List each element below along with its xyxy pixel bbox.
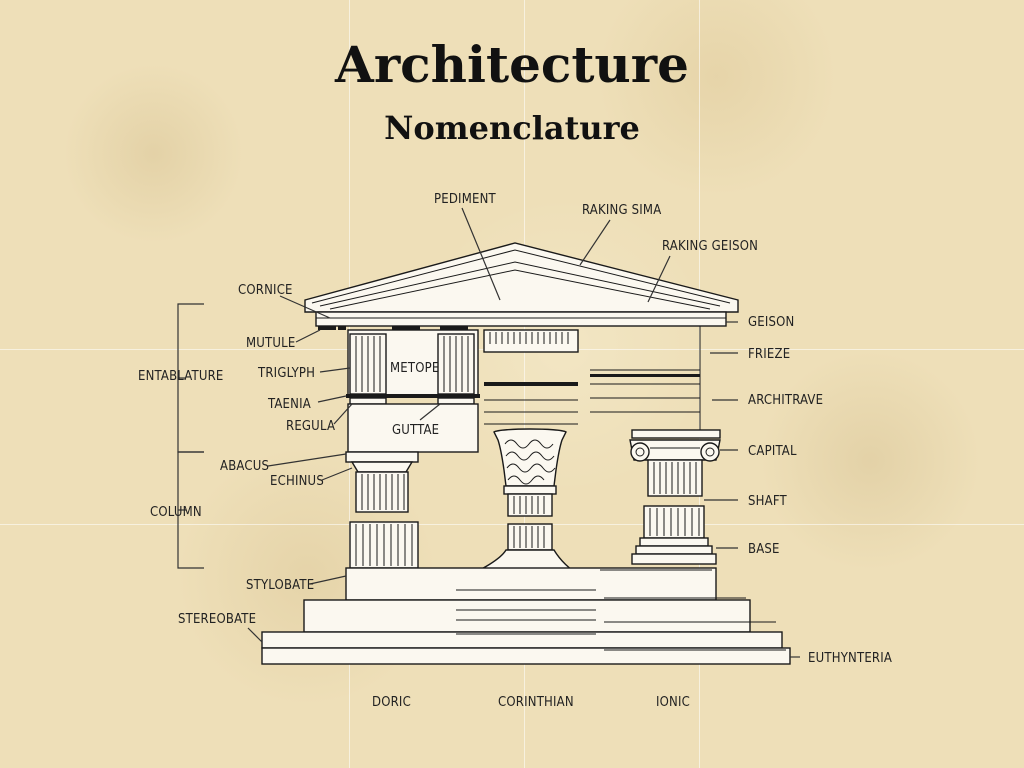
label-base: BASE	[748, 542, 780, 557]
page-subtitle: Nomenclature	[384, 109, 640, 147]
label-column: COLUMN	[150, 505, 202, 520]
label-architrave: ARCHITRAVE	[748, 393, 823, 408]
label-pediment: PEDIMENT	[434, 192, 497, 207]
label-corinthian: CORINTHIAN	[498, 695, 574, 710]
label-metope: METOPE	[390, 361, 439, 376]
label-shaft: SHAFT	[748, 494, 788, 509]
label-raking-geison: RAKING GEISON	[662, 239, 758, 254]
label-ionic: IONIC	[656, 695, 690, 710]
label-capital: CAPITAL	[748, 444, 797, 459]
euthynteria-step	[261, 647, 791, 665]
label-geison: GEISON	[748, 315, 794, 330]
label-doric: DORIC	[372, 695, 411, 710]
label-cornice: CORNICE	[238, 283, 293, 298]
geison-band	[315, 311, 727, 327]
label-raking-sima: RAKING SIMA	[582, 203, 661, 218]
page-title: Architecture	[335, 35, 689, 94]
label-guttae: GUTTAE	[392, 423, 439, 438]
label-frieze: FRIEZE	[748, 347, 790, 362]
temple-drawing	[261, 242, 791, 665]
label-entablature: ENTABLATURE	[138, 369, 224, 384]
labels: PEDIMENT RAKING SIMA RAKING GEISON CORNI…	[138, 192, 892, 710]
label-stereobate: STEREOBATE	[178, 612, 256, 627]
label-euthynteria: EUTHYNTERIA	[808, 651, 892, 666]
triglyph-right	[437, 333, 475, 395]
column-bracket	[177, 451, 204, 569]
label-echinus: ECHINUS	[270, 474, 324, 489]
label-regula: REGULA	[286, 419, 335, 434]
label-abacus: ABACUS	[220, 459, 269, 474]
stereobate-step-1	[303, 599, 751, 633]
leader-lines	[247, 207, 800, 658]
mutules	[318, 326, 468, 330]
label-taenia: TAENIA	[267, 397, 311, 412]
corinthian-capital	[493, 428, 567, 487]
label-mutule: MUTULE	[246, 336, 295, 351]
stylobate-step	[345, 567, 717, 601]
label-triglyph: TRIGLYPH	[257, 366, 315, 381]
label-stylobate: STYLOBATE	[246, 578, 314, 593]
triglyph-left	[349, 333, 387, 395]
